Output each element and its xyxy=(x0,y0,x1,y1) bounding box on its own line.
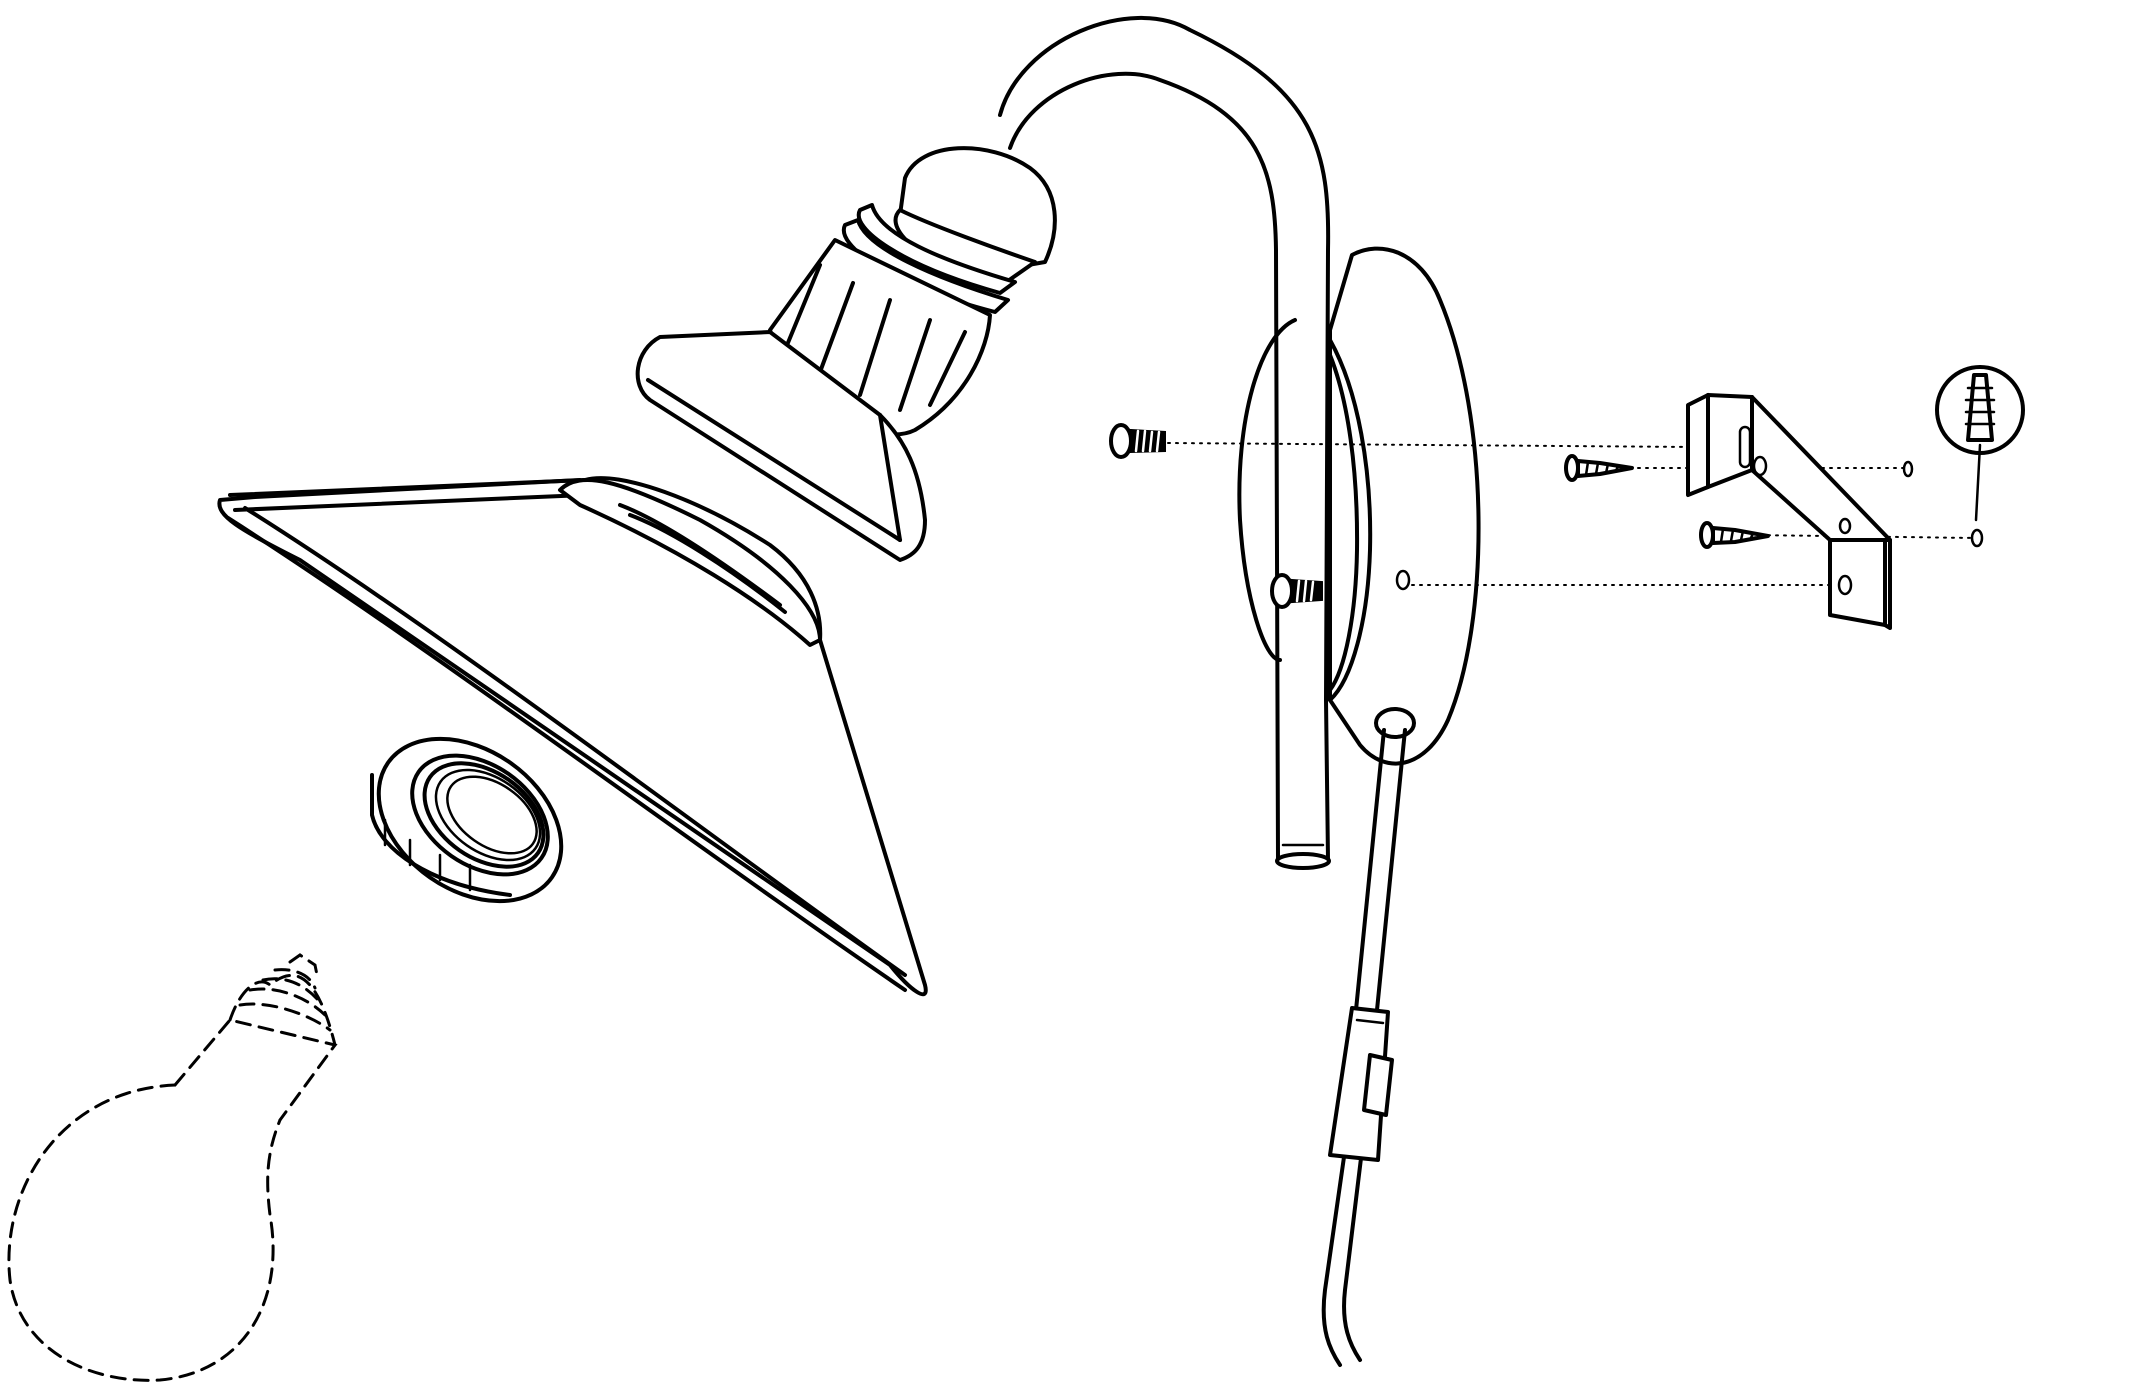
wall-plug-detail xyxy=(1935,365,2025,522)
wall-screw-top xyxy=(1564,454,1634,482)
wall-screw-bottom xyxy=(1699,521,1770,549)
power-cable xyxy=(1321,728,1407,1367)
washer-top xyxy=(1902,460,1914,478)
curved-arm xyxy=(998,15,1331,870)
light-bulb xyxy=(7,953,338,1382)
mounting-bracket xyxy=(1686,393,1892,630)
wall-canopy xyxy=(1237,246,1481,766)
cable-exit xyxy=(1374,707,1416,739)
canopy-screw-bottom xyxy=(1270,573,1323,609)
inline-switch xyxy=(1328,1006,1394,1162)
lamp-shade xyxy=(217,476,928,997)
shade-ring xyxy=(370,736,564,904)
washer-bottom xyxy=(1970,528,1984,548)
canopy-screw-top xyxy=(1109,423,1166,459)
lamp-socket xyxy=(635,146,1057,562)
